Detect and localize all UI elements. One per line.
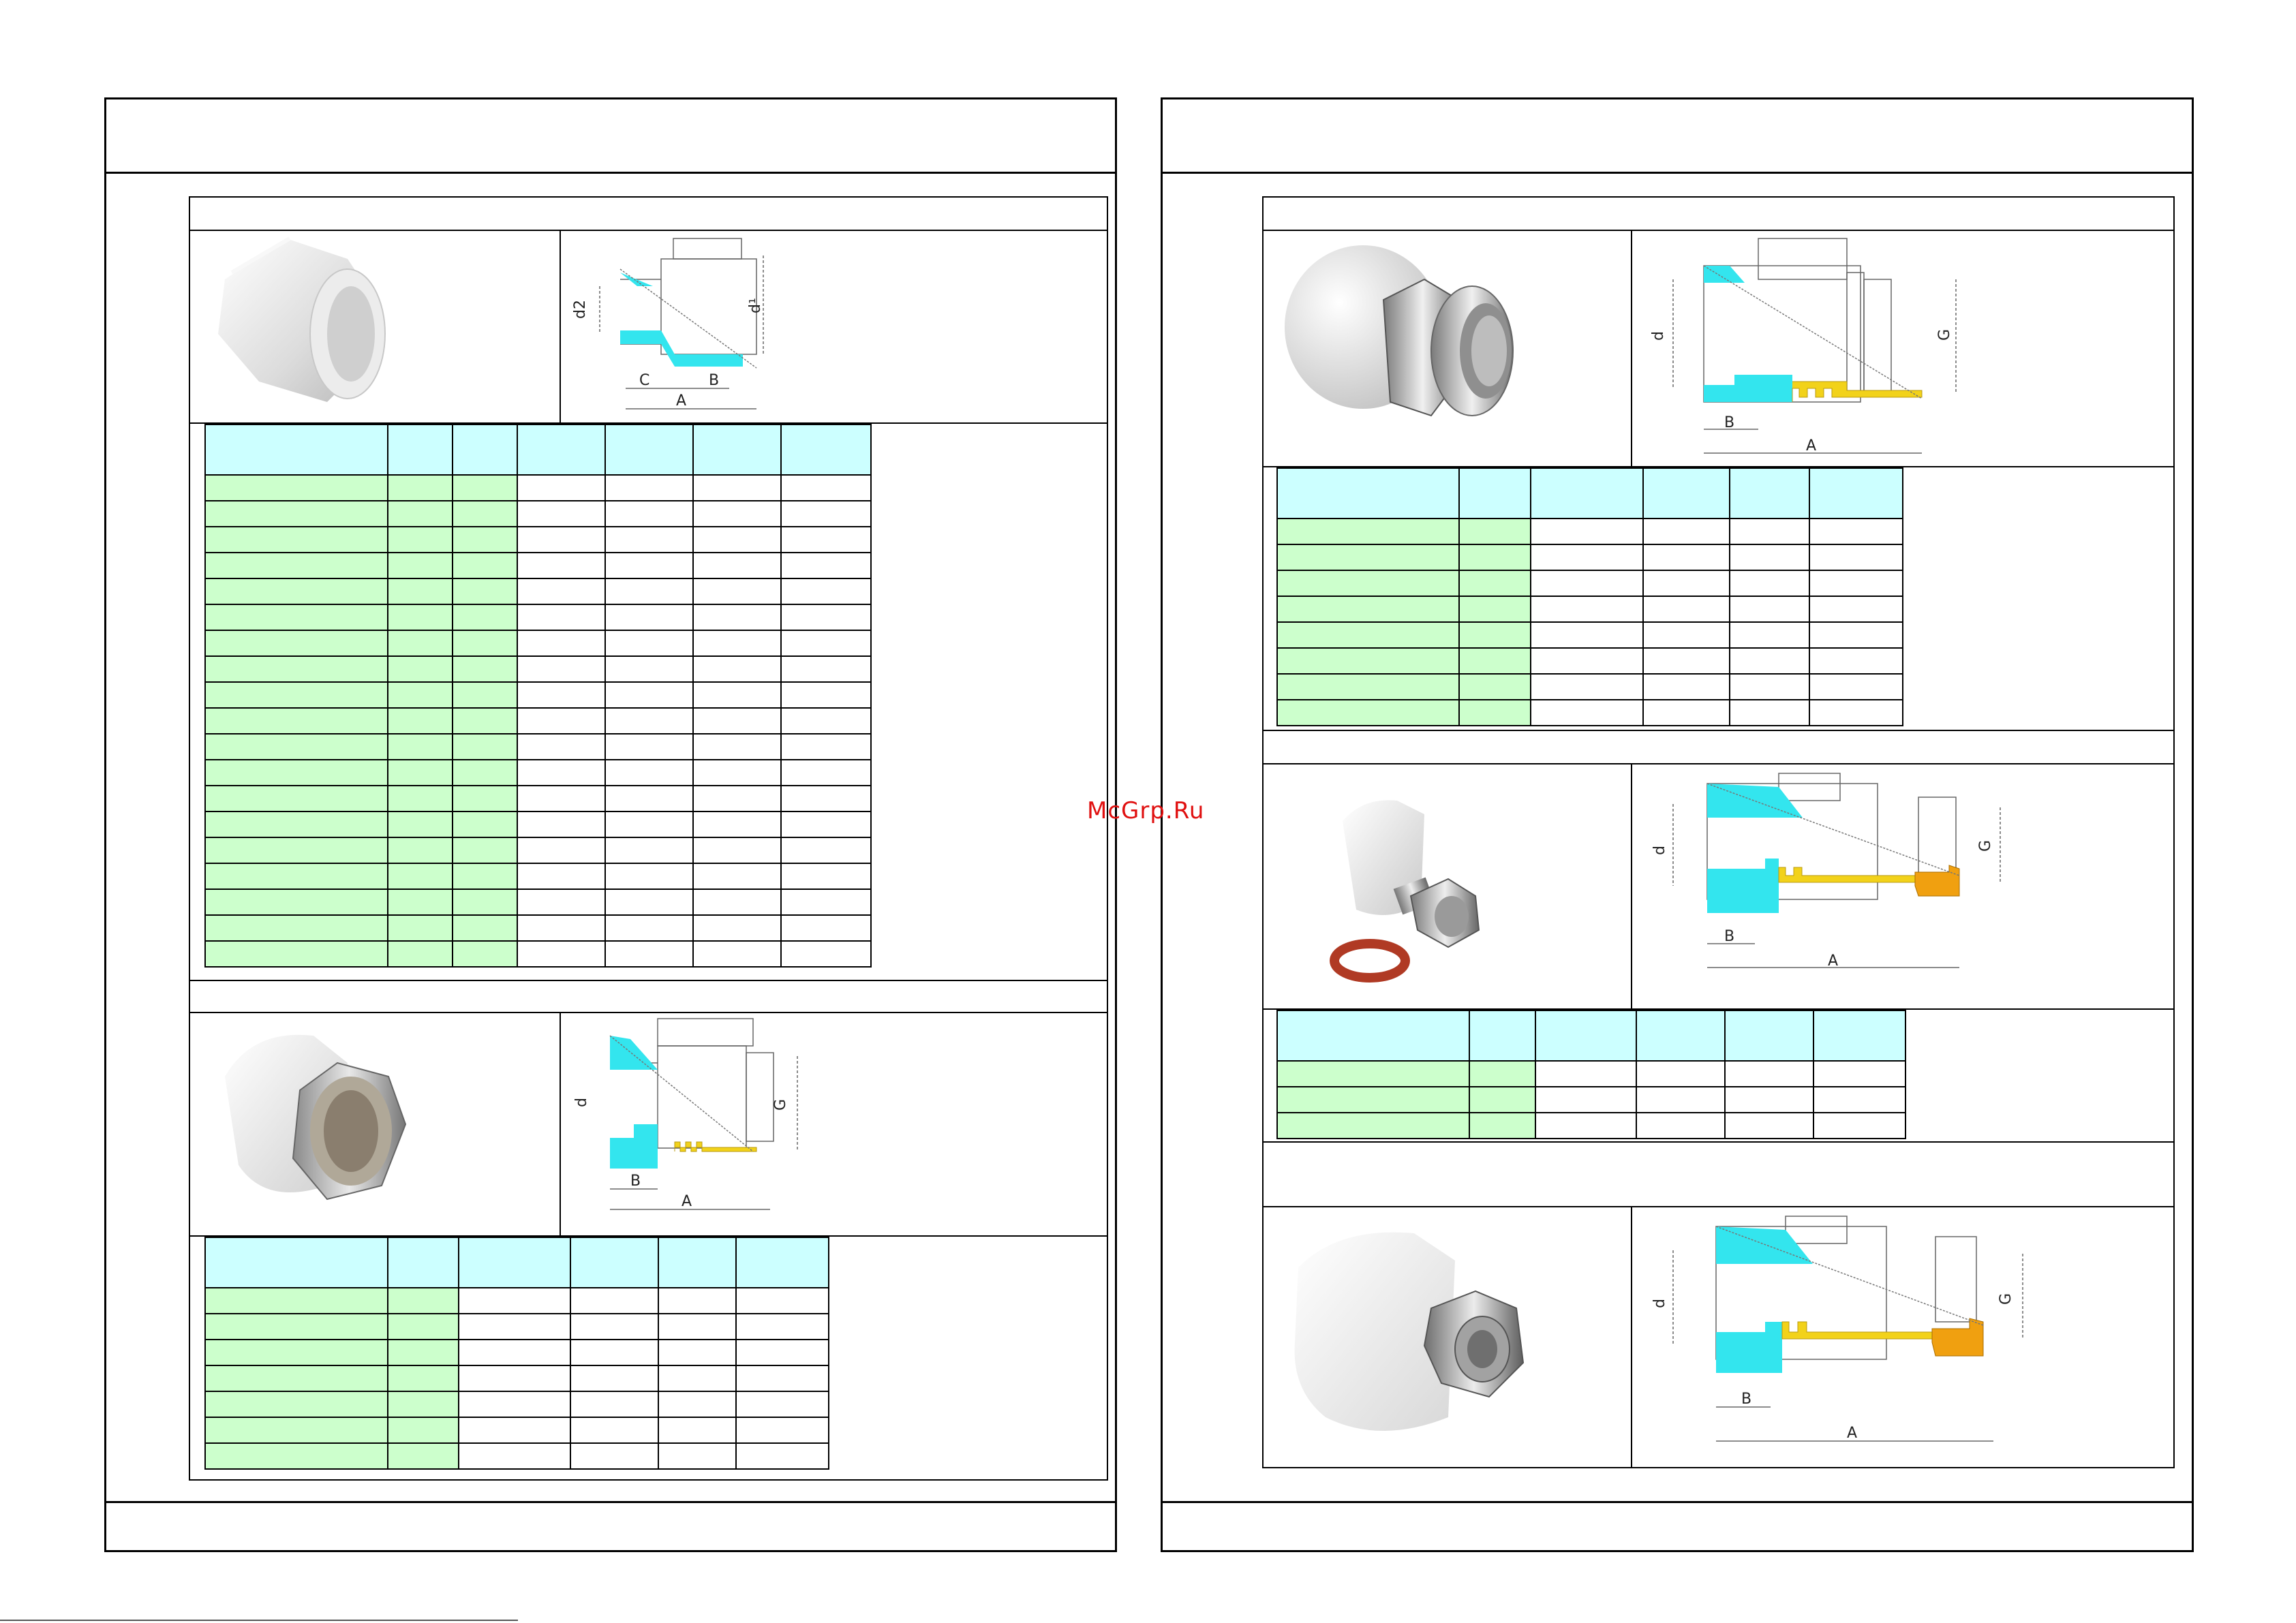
reducer-coupling-drawing: d2 d¹ C B A [572,238,764,409]
left-p1-photo-divider [560,230,561,422]
female-thread-coupling-photo [225,1034,407,1201]
dim-d-label: d [1650,331,1667,341]
right-p3-photo-divider [1631,1206,1632,1468]
left-section-title-line [189,230,1108,231]
male-thread-adapter-photo [1285,245,1514,417]
right-p2-title-line [1262,763,2175,764]
dim-b-label: B [709,372,719,389]
left-p2-title-line [189,1012,1108,1013]
reducer-coupling-photo [218,236,386,402]
dim-a-label: A [676,392,686,409]
right-catalog-section [1262,196,2175,1468]
right-p2-photo-divider [1631,763,1632,1008]
right-p3-top-line [1262,1141,2175,1143]
right-spec-table-1 [1276,467,1903,726]
dim-g-label: G [1977,840,1994,852]
left-catalog-section [189,196,1108,1481]
dim-g-label: G [1997,1293,2015,1305]
dim-a-label: A [1806,437,1816,454]
dim-g-label: G [1936,329,1953,341]
dim-d1-label: d¹ [747,298,764,313]
right-sheet [1161,97,2194,1552]
left-footer-divider [104,1501,1117,1503]
dim-d-label: d [1651,1299,1668,1308]
right-p1-photo-divider [1631,230,1632,466]
left-spec-table-2 [204,1237,829,1470]
left-p2-photo-divider [560,1012,561,1235]
union-nut-adapter-2-drawing: d G B A [1651,1216,2023,1442]
left-sheet [104,97,1117,1552]
union-nut-adapter-2-photo [1294,1232,1525,1431]
right-p2-image-bottom [1262,1008,2175,1010]
bottom-edge-rule [0,1620,518,1621]
right-p3-title-line [1262,1206,2175,1207]
male-thread-adapter-drawing: d G B A [1650,238,1957,454]
right-section-title-line [1262,230,2175,231]
right-header-divider [1161,172,2194,174]
dim-b-label: B [1724,928,1734,945]
dim-g-label: G [772,1099,789,1111]
right-p1-image-bottom [1262,466,2175,467]
dim-d-label: d [573,1098,590,1107]
union-nut-adapter-drawing: d G B A [1651,773,2001,970]
right-footer-divider [1161,1501,2194,1503]
right-p2-top-line [1262,730,2175,731]
watermark: McGrp.Ru [1087,797,1205,824]
dim-d-label: d [1651,846,1668,855]
dim-d2-label: d2 [572,300,589,319]
left-p1-image-bottom [189,422,1108,424]
dim-a-label: A [682,1193,692,1210]
left-p2-image-bottom [189,1235,1108,1237]
dim-b-label: B [1741,1391,1751,1408]
dim-a-label: A [1847,1425,1857,1442]
dim-a-label: A [1828,953,1838,970]
union-nut-adapter-photo [1330,800,1480,983]
left-spec-table-1 [204,424,872,968]
dim-b-label: B [630,1173,641,1190]
left-p2-top-line [189,980,1108,981]
right-spec-table-2 [1276,1010,1906,1139]
dim-b-label: B [1724,414,1734,431]
dim-c-label: C [639,372,649,389]
female-thread-coupling-drawing: d G B A [573,1018,798,1210]
left-header-divider [104,172,1117,174]
